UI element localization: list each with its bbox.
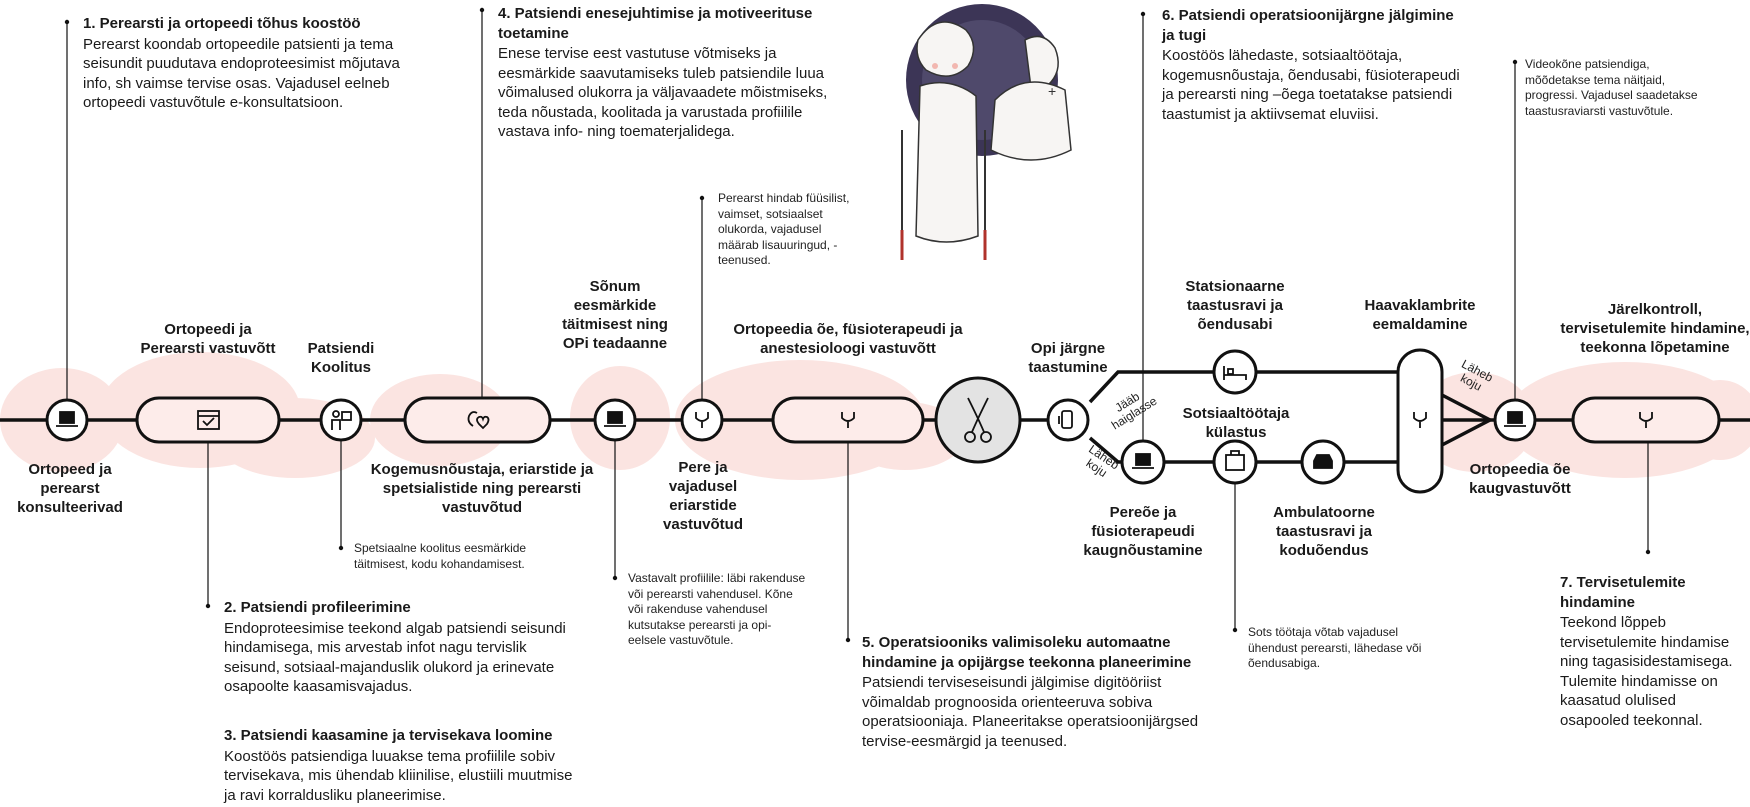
stethoscope-icon — [1413, 412, 1427, 428]
node-label-followup: Järelkontroll, tervisetulemite hindamine… — [1560, 301, 1750, 356]
bed-icon — [1223, 366, 1247, 380]
step-6-block: 6. Patsiendi operatsioonijärgne jälgimin… — [1162, 6, 1462, 124]
step-7-title: 7. Tervisetulemite hindamine — [1560, 574, 1686, 611]
node-label-nurse-visit: Ortopeedia õe, füsioterapeudi ja anestes… — [733, 321, 963, 357]
step-6-body: Koostöös lähedaste, sotsiaaltöötaja, kog… — [1162, 47, 1460, 123]
step-6-title: 6. Patsiendi operatsioonijärgne jälgimin… — [1162, 7, 1454, 44]
node-label-outpatient: Ambulatoorne taastusravi ja koduõendus — [1273, 504, 1375, 559]
step-3-body: Koostöös patsiendiga luuakse tema profii… — [224, 747, 573, 804]
note-social: Sots töötaja võtab vajadusel ühendust pe… — [1248, 625, 1422, 670]
note-profile: Vastavalt profiilile: läbi rakenduse või… — [628, 571, 806, 647]
node-label-staples: Haavaklambrite eemaldamine — [1364, 297, 1476, 333]
note-training: Spetsiaalne koolitus eesmärkide täitmise… — [354, 541, 527, 571]
step-2-block: 2. Patsiendi profileerimine Endoproteesi… — [224, 598, 579, 697]
laptop-icon — [1504, 411, 1526, 427]
step-4-body: Enese tervise eest vastutuse võtmiseks j… — [498, 45, 828, 140]
laptop-icon — [604, 411, 626, 427]
surgery-scissors-icon — [964, 397, 992, 443]
phone-icon — [1058, 410, 1073, 429]
step-7-block: 7. Tervisetulemite hindamine Teekond lõp… — [1560, 573, 1746, 730]
node-label-remote-visit: Ortopeedia õe kaugvastuvõtt — [1469, 461, 1571, 497]
step-2-body: Endoproteesimise teekond algab patsiendi… — [224, 619, 566, 696]
hand-heart-icon — [467, 411, 490, 430]
node-label-gp-visits: Pere ja vajadusel eriarstide vastuvõtud — [662, 459, 743, 533]
suitcase-icon — [1225, 450, 1245, 471]
calendar-icon — [197, 410, 220, 430]
step-3-title: 3. Patsiendi kaasamine ja tervisekava lo… — [224, 727, 553, 744]
step-5-title: 5. Operatsiooniks valimisoleku automaatn… — [862, 634, 1192, 671]
patient-doctor-illustration: + — [900, 4, 1072, 260]
svg-text:+: + — [1048, 83, 1056, 99]
step-3-block: 3. Patsiendi kaasamine ja tervisekava lo… — [224, 726, 579, 805]
step-2-title: 2. Patsiendi profileerimine — [224, 599, 411, 616]
step-4-block: 4. Patsiendi enesejuhtimise ja motiveeri… — [498, 4, 828, 142]
node-label-remote-counsel: Pereõe ja füsioterapeudi kaugnõustamine — [1083, 504, 1203, 559]
node-label-inpatient: Statsionaarne taastusravi ja õendusabi — [1185, 278, 1285, 333]
stethoscope-icon — [695, 412, 709, 428]
leader-lines — [66, 10, 1649, 640]
stethoscope-icon — [841, 412, 855, 428]
step-1-block: 1. Perearsti ja ortopeedi tõhus koostöö … — [83, 14, 413, 113]
step-4-title: 4. Patsiendi enesejuhtimise ja motiveeri… — [498, 5, 813, 42]
node-label-recovery: Opi järgne taastumine — [1028, 340, 1108, 376]
leader-dots — [64, 7, 1651, 643]
node-label-social-visit: Sotsiaaltöötaja külastus — [1182, 405, 1290, 441]
node-label-counseling: Kogemusnõustaja, eriarstide ja spetsiali… — [370, 461, 594, 516]
step-1-body: Perearst koondab ortopeedile patsienti j… — [83, 35, 400, 112]
node-label-visit: Ortopeedi ja Perearsti vastuvõtt — [140, 321, 276, 357]
laptop-icon — [56, 411, 78, 427]
stethoscope-icon — [1639, 412, 1653, 428]
car-icon — [1313, 454, 1333, 469]
step-7-body: Teekond lõppeb tervisetulemite hindamise… — [1560, 614, 1733, 729]
node-label-message: Sõnum eesmärkide täitmisest ning OPi tea… — [562, 278, 668, 352]
step-5-block: 5. Operatsiooniks valimisoleku automaatn… — [862, 633, 1207, 751]
teacher-icon — [331, 410, 352, 430]
laptop-icon — [1132, 453, 1154, 469]
note-video: Videokõne patsiendiga, mõõdetakse tema n… — [1525, 57, 1698, 118]
node-icons — [56, 366, 1653, 471]
step-1-title: 1. Perearsti ja ortopeedi tõhus koostöö — [83, 15, 361, 32]
node-label-consult: Ortopeed ja perearst konsulteerivad — [17, 461, 123, 516]
node-label-training: Patsiendi Koolitus — [307, 340, 375, 376]
note-gp-assess: Perearst hindab füüsilist, vaimset, sots… — [718, 191, 850, 267]
step-5-body: Patsiendi terviseseisundi jälgimise digi… — [862, 674, 1199, 750]
